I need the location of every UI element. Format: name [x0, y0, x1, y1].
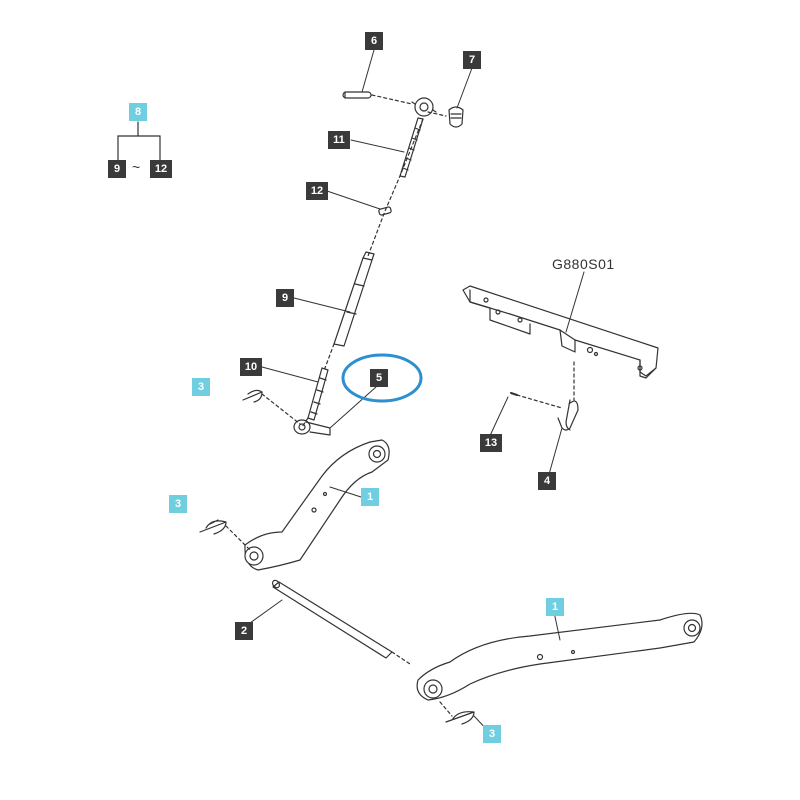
callout-7[interactable]: 7: [463, 51, 481, 69]
turnbuckle-part: [333, 251, 375, 347]
pin-part: [342, 91, 372, 99]
pin-13-part: [510, 392, 563, 409]
cross-shaft: [271, 579, 411, 665]
lower-link-left: [244, 439, 390, 571]
callout-4[interactable]: 4: [538, 472, 556, 490]
callout-5[interactable]: 5: [370, 369, 388, 387]
callout-6[interactable]: 6: [365, 32, 383, 50]
ball-joint-part: [411, 97, 437, 117]
callout-1-right[interactable]: 1: [546, 598, 564, 616]
callout-3-upper[interactable]: 3: [192, 378, 210, 396]
group-bracket: [117, 121, 161, 161]
lynch-pin-middle: [199, 519, 251, 551]
callout-group-to[interactable]: 12: [150, 160, 172, 178]
callout-13[interactable]: 13: [480, 434, 502, 452]
lynch-pin-lower: [439, 701, 475, 725]
callout-group-from[interactable]: 9: [108, 160, 126, 178]
lynch-pin-upper: [242, 389, 301, 425]
callout-8[interactable]: 8: [129, 103, 147, 121]
hook-part: [557, 361, 579, 431]
callout-9[interactable]: 9: [276, 289, 294, 307]
range-separator: ~: [132, 159, 141, 175]
callout-12[interactable]: 12: [306, 182, 328, 200]
assembly-axis: [301, 94, 447, 428]
frame-bracket: [462, 285, 659, 379]
cap-part: [448, 106, 464, 128]
callout-3-middle[interactable]: 3: [169, 495, 187, 513]
callout-11[interactable]: 11: [328, 131, 350, 149]
threaded-rod-lower: [293, 367, 331, 436]
callout-3-lower[interactable]: 3: [483, 725, 501, 743]
leader-lines: [249, 49, 585, 735]
callout-2[interactable]: 2: [235, 622, 253, 640]
highlight-ring: [341, 353, 423, 403]
callout-1-left[interactable]: 1: [361, 488, 379, 506]
assembly-code-label: G880S01: [552, 256, 615, 272]
lower-link-right: [416, 612, 703, 701]
callout-10[interactable]: 10: [240, 358, 262, 376]
